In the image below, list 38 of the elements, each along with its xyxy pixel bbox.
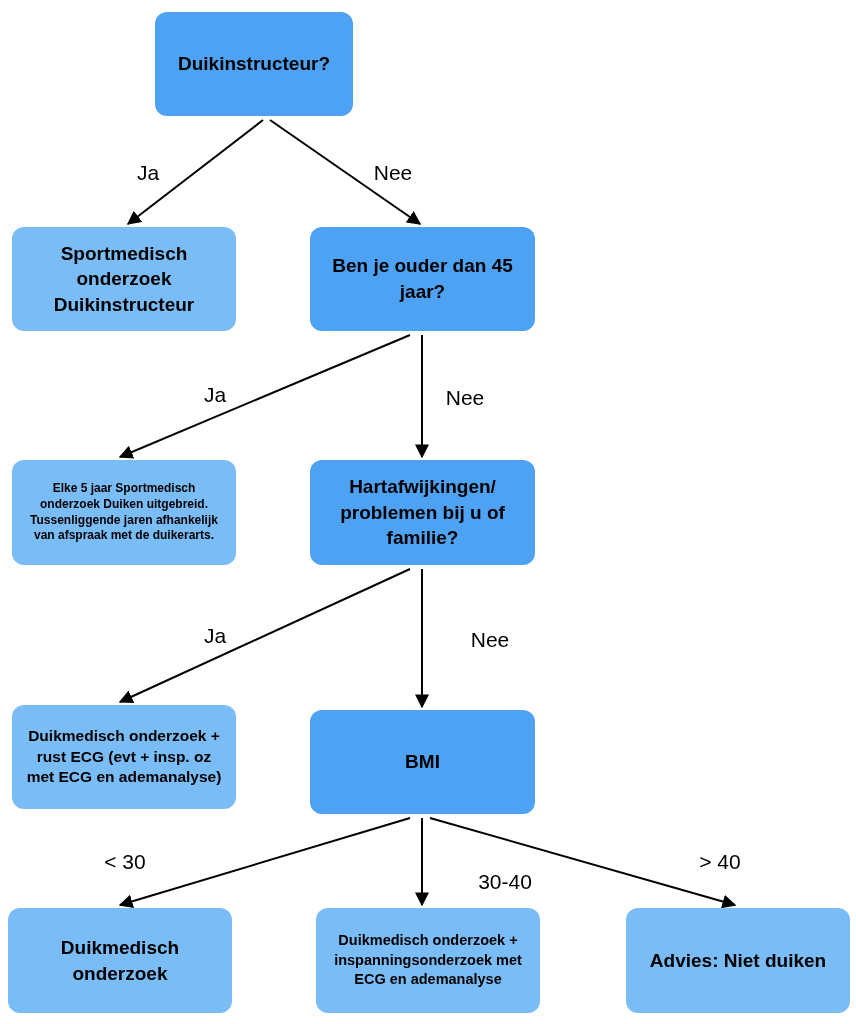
- node-text: Hartafwijkingen/ problemen bij u of familie?: [339, 475, 506, 551]
- outcome-box: [316, 908, 540, 1013]
- edge-label: Ja: [203, 624, 227, 648]
- outcome-box: [12, 460, 236, 565]
- node-text: Sportmedisch onderzoek Duikinstructeur: [52, 241, 196, 317]
- edge-label: Nee: [470, 628, 510, 652]
- edge-label: Ja: [203, 383, 227, 407]
- edge-label: Ja: [136, 161, 160, 185]
- arrow: [415, 568, 429, 709]
- outcome-box: [12, 705, 236, 809]
- arrow: [126, 119, 264, 225]
- node-text: Elke 5 jaar Sportmedisch onderzoek Duiken uitgebreid. Tussenliggende jaren afhankelijk van afspraak met de duikerarts.: [29, 481, 219, 544]
- node-text: Ben je ouder dan 45 jaar?: [331, 254, 514, 304]
- node-text: Duikmedisch onderzoek + inspanningsonderzoek met ECG en ademanalyse: [333, 931, 523, 990]
- edge-label: > 40: [699, 850, 741, 874]
- arrow: [118, 817, 411, 909]
- outcome-box: [8, 908, 232, 1013]
- edge-label: Nee: [445, 386, 485, 410]
- arrow: [118, 334, 411, 459]
- arrow: [429, 817, 737, 909]
- node-text: Duikmedisch onderzoek: [59, 935, 181, 986]
- node-text: BMI: [405, 750, 440, 775]
- arrow: [269, 119, 422, 225]
- node-text: Duikmedisch onderzoek + rust ECG (evt + insp. oz met ECG en ademanalyse): [25, 725, 223, 788]
- decision-box: [310, 227, 535, 331]
- decision-box: [310, 460, 535, 565]
- node-text: Duikinstructeur?: [178, 52, 330, 77]
- outcome-box: [12, 227, 236, 331]
- arrow: [415, 334, 429, 459]
- edge-label: 30-40: [478, 870, 532, 894]
- decision-box: [155, 12, 353, 116]
- decision-box: [310, 710, 535, 814]
- node-text: Advies: Niet duiken: [649, 948, 827, 973]
- arrow: [415, 817, 429, 907]
- edge-label: < 30: [104, 850, 146, 874]
- arrow: [118, 568, 411, 704]
- outcome-box: [626, 908, 850, 1013]
- edge-label: Nee: [373, 161, 413, 185]
